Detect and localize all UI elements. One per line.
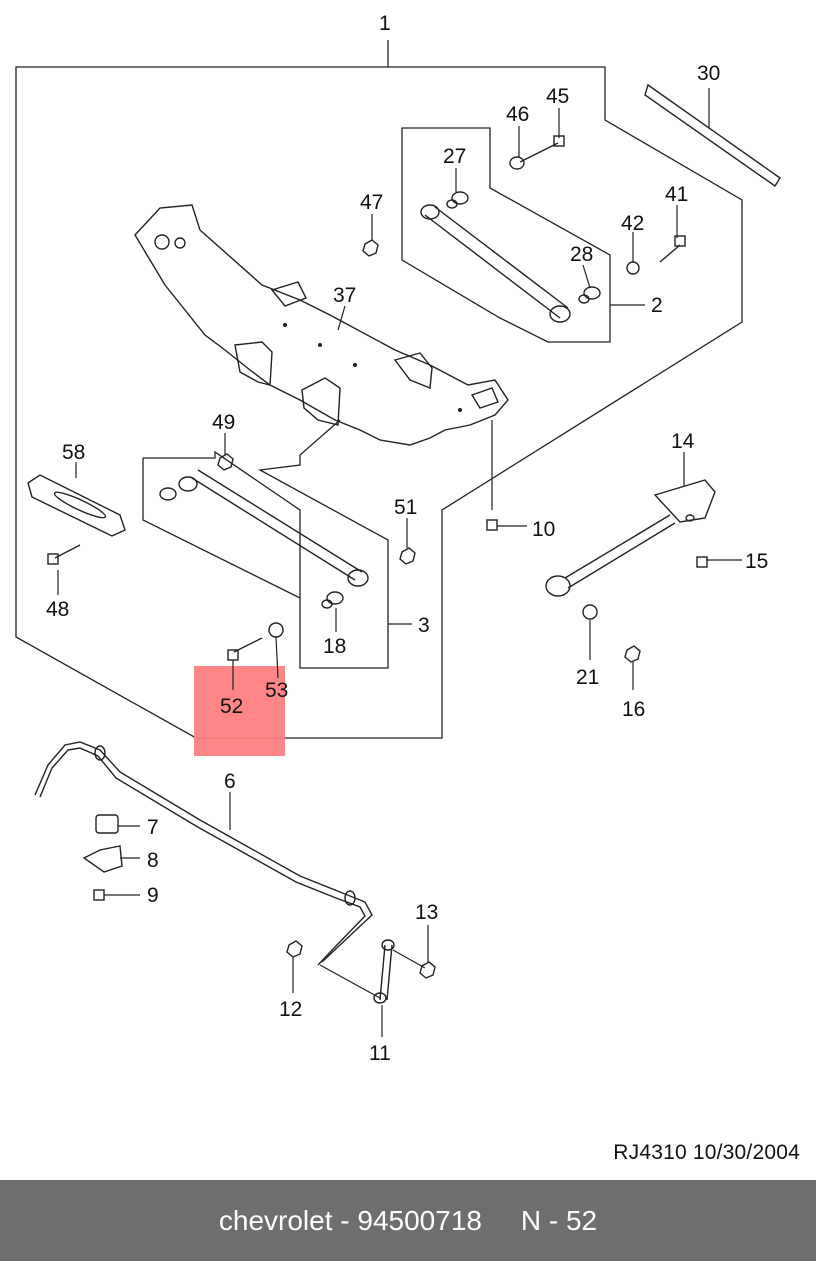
callout-58: 58: [62, 441, 85, 464]
nut-47: [362, 239, 379, 257]
callout-21: 21: [576, 666, 599, 689]
washer-21: [582, 604, 598, 620]
highlight-box: [194, 666, 285, 756]
part-caption: chevrolet - 94500718 N - 52: [218, 1204, 598, 1236]
frame-2: [401, 127, 611, 343]
callout-52: 52: [220, 695, 243, 718]
leader-lines: [57, 88, 742, 1037]
nut-12: [286, 940, 303, 958]
callout-46: 46: [506, 103, 529, 126]
callout-18: 18: [323, 635, 346, 658]
callout-7: 7: [147, 816, 159, 839]
callout-28: 28: [570, 243, 593, 266]
callout-8: 8: [147, 849, 159, 872]
callout-12: 12: [279, 998, 302, 1021]
parts-diagram: 1 30 45 46 27 41 47 42 28 37 2 49 14 58 …: [15, 12, 781, 1065]
bolt-45: [519, 135, 565, 163]
bushing-28: [578, 286, 601, 304]
callout-1: 1: [379, 12, 391, 35]
bracket-8: [82, 845, 123, 873]
link-14: [545, 479, 716, 597]
frame-3: [143, 419, 389, 669]
link-11: [373, 939, 395, 1004]
callout-51: 51: [394, 496, 417, 519]
bottom-bar: chevrolet - 94500718 N - 52: [0, 1180, 816, 1261]
crossmember-37: [134, 204, 509, 446]
bushing-7: [95, 814, 119, 834]
bolt-48: [47, 544, 81, 565]
callout-6: 6: [224, 770, 236, 793]
callout-30: 30: [697, 62, 720, 85]
washer-42: [626, 261, 640, 275]
callout-14: 14: [671, 430, 695, 453]
stabilizer-bar-6: [34, 741, 373, 966]
callout-2: 2: [651, 294, 663, 317]
callout-41: 41: [665, 183, 688, 206]
callout-13: 13: [415, 901, 438, 924]
bushing-left: [159, 487, 177, 501]
callout-53: 53: [265, 679, 288, 702]
nut-51: [399, 547, 416, 565]
callout-49: 49: [212, 411, 235, 434]
drawing-reference: RJ4310 10/30/2004: [613, 1141, 800, 1164]
callout-42: 42: [621, 212, 644, 235]
plate-58: [27, 474, 126, 537]
washer-53: [268, 622, 284, 638]
control-arm-2: [420, 204, 571, 323]
nut-49: [217, 453, 234, 471]
bolt-10: [486, 420, 498, 531]
strip-30: [644, 83, 781, 187]
callout-16: 16: [622, 698, 645, 721]
nut-16: [624, 645, 641, 663]
callout-15: 15: [745, 550, 768, 573]
callout-3: 3: [418, 614, 430, 637]
callout-48: 48: [46, 598, 69, 621]
callout-27: 27: [443, 145, 466, 168]
callout-47: 47: [360, 191, 383, 214]
assembly-frame: [15, 40, 743, 739]
callout-45: 45: [546, 85, 569, 108]
callout-9: 9: [147, 884, 159, 907]
control-arm-3: [178, 469, 369, 587]
washer-46: [509, 156, 525, 170]
bolt-15: [696, 556, 708, 568]
callout-37: 37: [333, 284, 356, 307]
nut-13: [419, 961, 436, 979]
bolt-52: [227, 637, 263, 661]
bolt-41: [659, 235, 686, 263]
bolt-9: [93, 889, 105, 901]
bushing-27: [446, 191, 469, 209]
bushing-18: [321, 591, 344, 609]
callout-10: 10: [532, 518, 555, 541]
callout-11: 11: [369, 1042, 391, 1065]
